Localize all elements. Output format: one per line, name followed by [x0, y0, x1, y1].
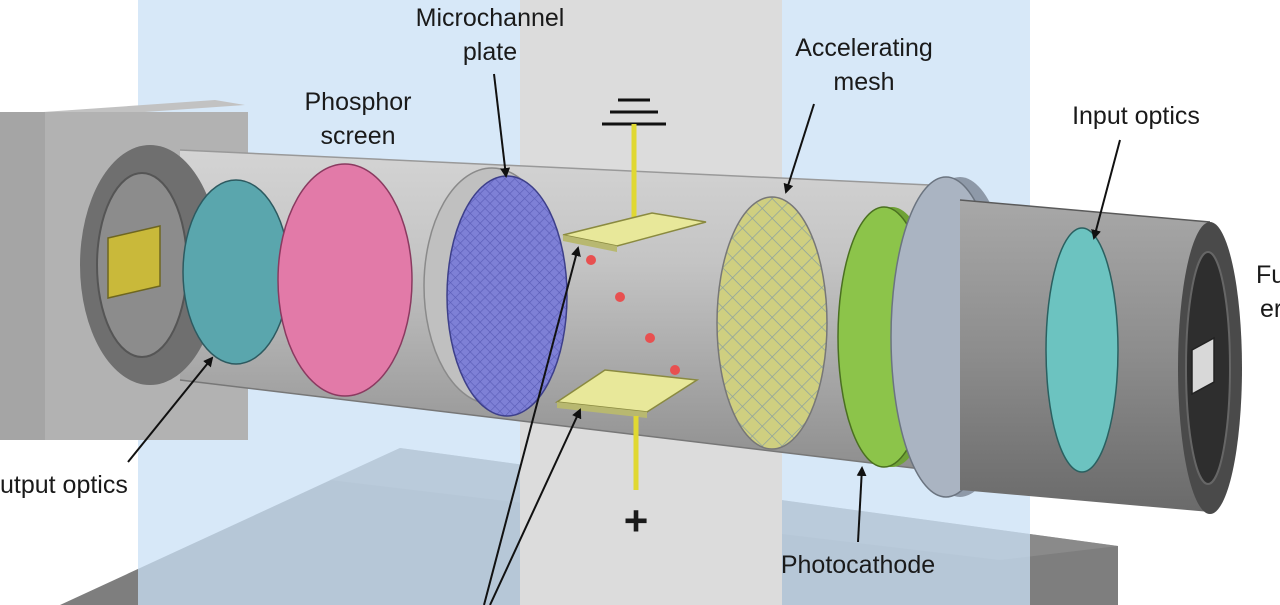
- top-electrode-plate: [562, 212, 707, 247]
- input-lens: [1045, 227, 1119, 473]
- output-lens: [182, 179, 290, 365]
- microchannel-plate-label-line2: plate: [463, 38, 517, 66]
- electrode-arrow-lower: [489, 408, 582, 605]
- accelerating-mesh-arrow: [783, 103, 815, 194]
- main-tube-top-edge: [179, 149, 931, 186]
- input-optics-arrow: [1091, 139, 1121, 240]
- cut-off-label-line1: Fu: [1256, 261, 1280, 289]
- electron-dot: [645, 333, 655, 343]
- top-electrode-plate-edge: [563, 235, 617, 252]
- electron-dot: [670, 365, 680, 375]
- accelerating-mesh-disk: [716, 196, 828, 450]
- photocathode-arrow: [856, 466, 867, 543]
- output-optics-label: utput optics: [0, 471, 128, 499]
- accelerating-mesh-label-line2: mesh: [833, 68, 894, 96]
- phosphor-screen-disk: [277, 163, 413, 397]
- electrode-arrow-upper: [483, 246, 581, 605]
- photocathode-label: Photocathode: [781, 551, 935, 579]
- electron-dot: [615, 292, 625, 302]
- phosphor-screen-label-line2: screen: [320, 122, 395, 150]
- microchannel-arrow: [493, 73, 511, 178]
- input-tube-top-edge: [959, 199, 1211, 223]
- electron-dot: [586, 255, 596, 265]
- output-sensor: [107, 225, 161, 299]
- microchannel-plate-label-line1: Microchannel: [416, 4, 565, 32]
- microchannel-plate-disk: [446, 175, 568, 417]
- cut-off-label-line2: er: [1260, 295, 1280, 323]
- input-optics-label: Input optics: [1072, 102, 1200, 130]
- bottom-electrode-plate-edge: [557, 402, 647, 418]
- phosphor-screen-label-line1: Phosphor: [304, 88, 411, 116]
- bottom-electrode-plate: [554, 369, 700, 413]
- plus-symbol: +: [624, 497, 649, 544]
- accelerating-mesh-label-line1: Accelerating: [795, 34, 933, 62]
- output-optics-arrow: [127, 356, 214, 463]
- input-slit: [1191, 336, 1215, 396]
- main-tube-bottom-edge: [179, 379, 931, 471]
